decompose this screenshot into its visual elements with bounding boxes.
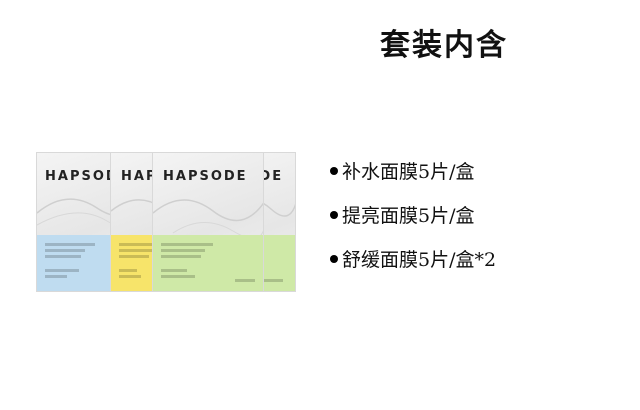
product-box-soothing: HAPSODE [152,152,264,292]
brand-logo: HAPSODE [163,169,248,184]
brand-logo: HAPSODE [45,169,130,184]
list-item: 舒缓面膜5片/盒*2 [330,246,496,290]
product-band [153,235,263,291]
bullet-icon [330,211,338,219]
list-item: 补水面膜5片/盒 [330,158,496,202]
contents-list: 补水面膜5片/盒 提亮面膜5片/盒 舒缓面膜5片/盒*2 [330,158,496,290]
bullet-icon [330,255,338,263]
list-item: 提亮面膜5片/盒 [330,202,496,246]
product-image: HAPSODE HAPS HAPSODE [36,152,296,292]
bullet-icon [330,167,338,175]
page-title: 套装内含 [380,28,508,63]
